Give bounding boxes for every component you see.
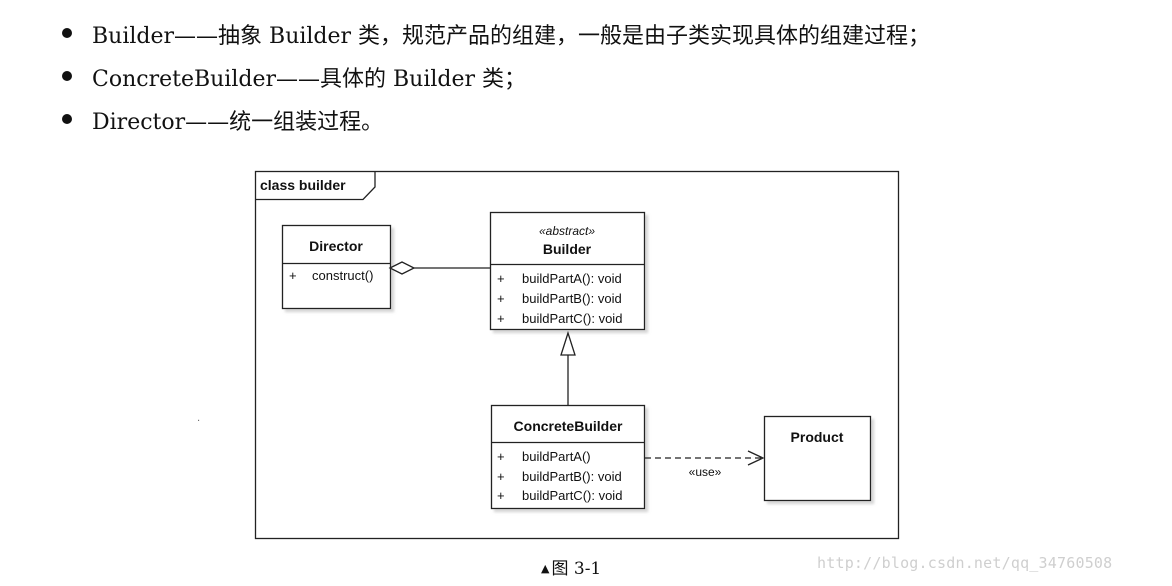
class-name: Product bbox=[791, 429, 844, 445]
bullet-text: ConcreteBuilder——具体的 Builder 类； bbox=[92, 67, 527, 92]
class-concrete-builder: ConcreteBuilder + buildPartA() + buildPa… bbox=[490, 404, 646, 510]
stray-mark: · bbox=[197, 416, 201, 427]
caption-text: 图 3-1 bbox=[551, 559, 602, 579]
caption-triangle-icon: ▲ bbox=[541, 562, 550, 575]
class-member: buildPartC(): void bbox=[522, 311, 622, 326]
visibility-symbol: + bbox=[497, 488, 505, 503]
class-box bbox=[281, 224, 392, 310]
class-director: Director + construct() bbox=[281, 224, 392, 310]
visibility-symbol: + bbox=[497, 291, 505, 306]
visibility-symbol: + bbox=[497, 311, 505, 326]
class-builder: «abstract» Builder + buildPartA(): void … bbox=[489, 211, 646, 331]
aggregation-connector bbox=[388, 261, 490, 275]
visibility-symbol: + bbox=[497, 449, 505, 464]
class-box bbox=[763, 415, 872, 502]
dependency-label: «use» bbox=[689, 465, 722, 479]
class-stereotype: «abstract» bbox=[539, 224, 595, 238]
class-member: buildPartA(): void bbox=[522, 271, 622, 286]
bullet-dot-icon bbox=[62, 71, 72, 81]
class-name: ConcreteBuilder bbox=[514, 418, 623, 434]
class-name: Builder bbox=[543, 241, 592, 257]
bullet-text: Builder——抽象 Builder 类，规范产品的组建，一般是由子类实现具体… bbox=[92, 24, 931, 49]
visibility-symbol: + bbox=[289, 268, 297, 283]
generalization-connector bbox=[560, 330, 576, 405]
class-product: Product bbox=[763, 415, 872, 502]
bullet-dot-icon bbox=[62, 114, 72, 124]
figure-caption: ▲图 3-1 bbox=[541, 554, 601, 579]
visibility-symbol: + bbox=[497, 469, 505, 484]
class-box bbox=[489, 211, 646, 331]
class-member: buildPartA() bbox=[522, 449, 591, 464]
bullet-text: Director——统一组装过程。 bbox=[92, 110, 384, 135]
class-member: construct() bbox=[312, 268, 373, 283]
bullet-dot-icon bbox=[62, 28, 72, 38]
class-name: Director bbox=[309, 238, 363, 254]
dependency-arrow-icon bbox=[747, 450, 765, 466]
dependency-connector: «use» bbox=[645, 450, 765, 479]
watermark: http://blog.csdn.net/qq_34760508 bbox=[817, 554, 1113, 572]
generalization-arrow-icon bbox=[560, 330, 576, 356]
class-member: buildPartB(): void bbox=[522, 291, 622, 306]
class-member: buildPartC(): void bbox=[522, 488, 622, 503]
class-box bbox=[490, 404, 646, 510]
frame-label-tab bbox=[255, 171, 376, 201]
visibility-symbol: + bbox=[497, 271, 505, 286]
frame-label: class builder bbox=[260, 177, 346, 193]
class-member: buildPartB(): void bbox=[522, 469, 622, 484]
